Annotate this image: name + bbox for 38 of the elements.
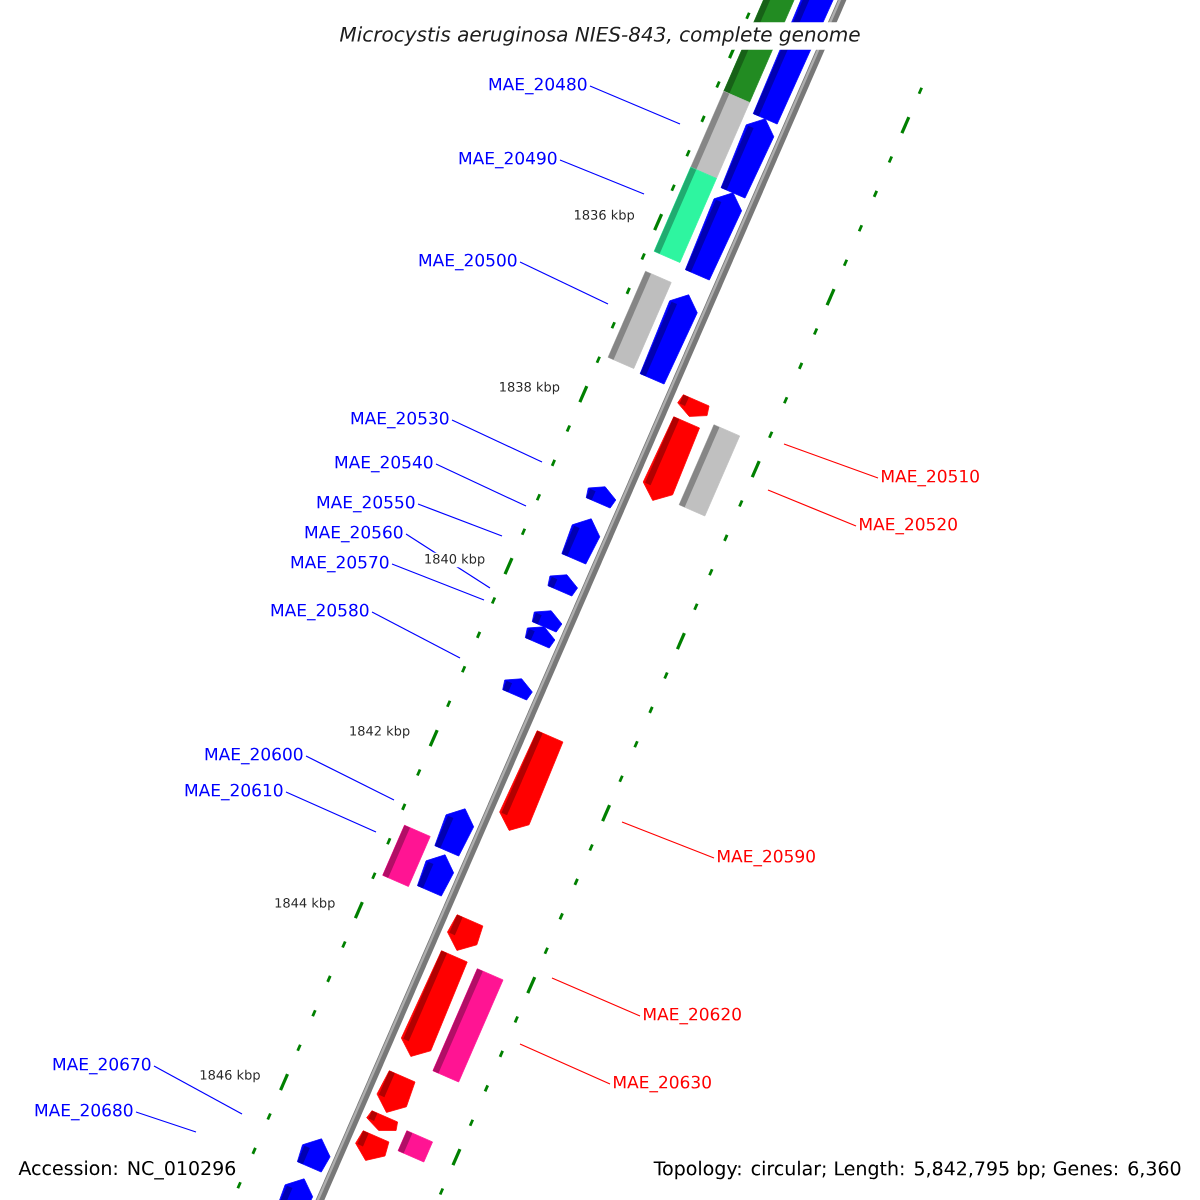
gene-label: MAE_20620 <box>644 1007 741 1025</box>
gene-label: MAE_20630 <box>614 1075 711 1093</box>
leader-line <box>305 755 395 801</box>
leader-line <box>519 261 609 305</box>
gene-label: MAE_20500 <box>419 253 517 271</box>
gene-label: MAE_20530 <box>351 411 449 429</box>
leader-line <box>391 563 485 601</box>
leader-line <box>767 489 857 527</box>
gene-label: MAE_20600 <box>205 747 303 765</box>
title: Microcystis aeruginosa NIES-843, complete genome <box>335 22 865 50</box>
leader-line <box>285 791 377 833</box>
leader-line <box>135 1111 197 1133</box>
gene-label: MAE_20540 <box>335 455 433 473</box>
leader-line <box>451 419 543 463</box>
leader-line <box>559 159 645 195</box>
gene-label: MAE_20610 <box>185 783 283 801</box>
gene-label: MAE_20580 <box>271 603 369 621</box>
gene-label: MAE_20490 <box>459 151 557 169</box>
leader-line <box>371 611 461 659</box>
gene-label: MAE_20590 <box>718 849 815 867</box>
leader-line <box>621 821 715 859</box>
accession-text: Accession: NC_010296 <box>16 1158 239 1182</box>
gene-label: MAE_20550 <box>317 495 415 513</box>
gene-label: MAE_20480 <box>489 77 587 95</box>
gene-label: MAE_20680 <box>35 1103 133 1121</box>
leader-line <box>589 85 681 125</box>
gene-label: MAE_20520 <box>860 517 957 535</box>
leader-line <box>783 443 879 479</box>
leader-line <box>551 977 641 1017</box>
gene-label: MAE_20570 <box>291 555 389 573</box>
gene-label: MAE_20560 <box>305 525 403 543</box>
leader-line <box>435 463 527 507</box>
genome-summary-text: Topology: circular; Length: 5,842,795 bp; Genes: 6,360 <box>651 1158 1184 1182</box>
gene-label: MAE_20510 <box>882 469 979 487</box>
leader-line <box>417 503 503 537</box>
leader-line <box>519 1043 611 1085</box>
leader-line <box>153 1065 243 1115</box>
gene-label: MAE_20670 <box>53 1057 151 1075</box>
